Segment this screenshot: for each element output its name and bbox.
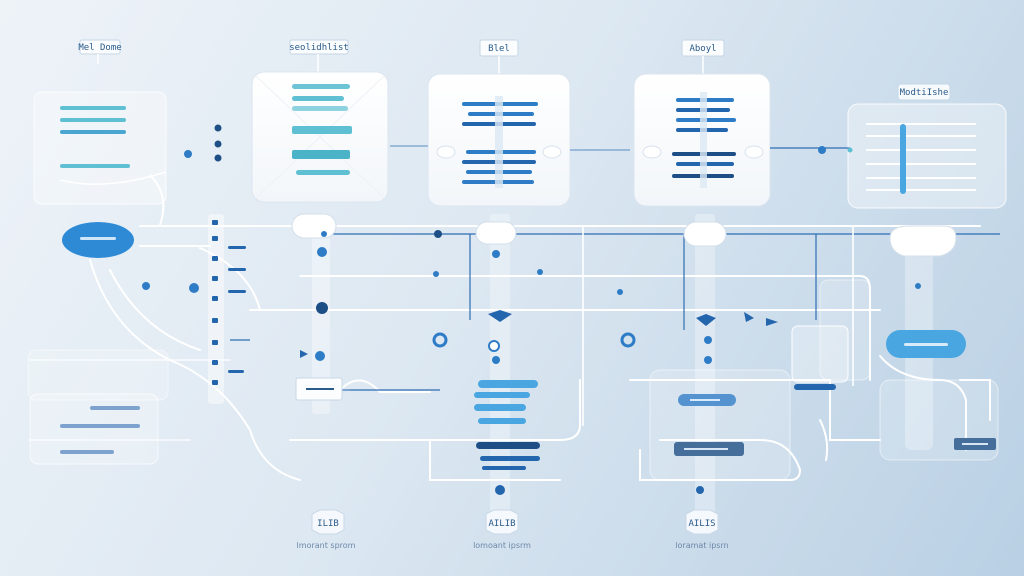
footer-tag-3: AILIS loramat ipsrn [675,509,729,550]
process-card-1 [251,71,389,203]
process-card-2 [427,73,571,207]
footer-tag-text: AILIS [688,519,715,529]
header-tag-text: Blel [488,44,510,54]
dot-nodes [142,124,923,495]
ghost-shapes [27,279,999,481]
connector-bubbles [291,213,957,257]
center-stack [474,380,540,470]
header-tag-text: seolidhlist [289,43,349,53]
small-label-box [295,377,343,401]
footer-caption: lomoant ipsrm [473,541,531,550]
diamond-arrows [300,310,778,358]
footer-caption: loramat ipsrn [675,541,728,550]
left-column-dashes [212,220,246,385]
header-tag-text: ModtiIshe [900,88,949,98]
footer-tag-text: AILIB [488,519,515,529]
left-ghost-panel [33,91,167,205]
header-tag-4: Aboyl [681,39,725,74]
footer-tag-2: AILIB lomoant ipsrm [473,509,531,550]
header-tag-text: Aboyl [689,44,716,54]
header-tag-2: seolidhlist [289,39,349,72]
header-tag-3: Blel [479,39,519,74]
footer-caption: lmorant sprom [297,541,356,550]
header-tag-1: Mel Dome [78,39,122,64]
far-right-tab [954,438,996,450]
right-ghost-panel [847,103,1007,209]
footer-tag-1: ILIB lmorant sprom [297,509,356,550]
footer-tag-text: ILIB [317,519,339,529]
blue-pill-right [886,330,966,358]
blue-pill-left [62,222,134,258]
header-tag-text: Mel Dome [78,43,121,53]
process-card-3 [633,73,771,207]
header-tag-5: ModtiIshe [897,83,951,101]
left-stack [29,393,159,465]
